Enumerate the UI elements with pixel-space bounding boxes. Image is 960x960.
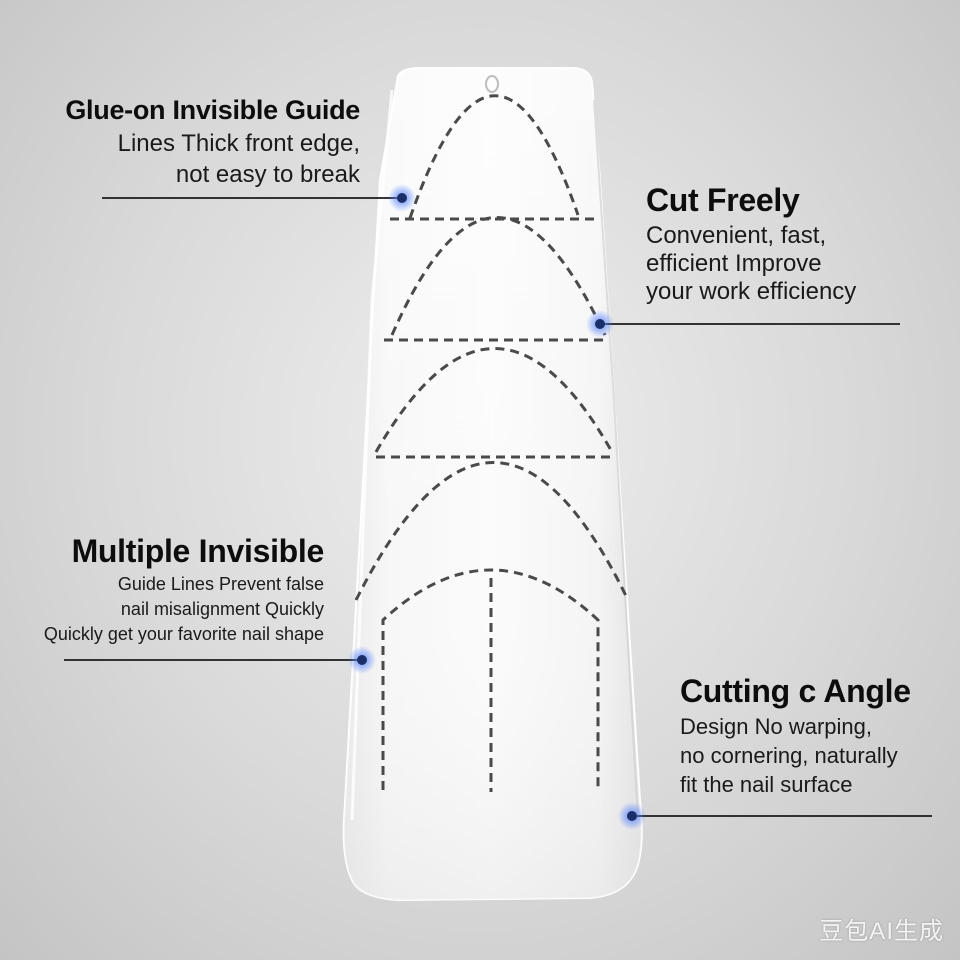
callout-cut-freely-line-3: your work efficiency — [646, 278, 857, 305]
leader-lines — [64, 197, 932, 817]
guide-arch-4 — [354, 461, 630, 601]
marker-dot-multiple — [357, 655, 367, 665]
callout-cutting-angle-line-2: no cornering, naturally — [680, 743, 898, 768]
marker-dot-cut-freely — [595, 319, 605, 329]
callout-multiple-description: Guide Lines Prevent false nail misalignm… — [20, 572, 324, 647]
guide-arch-2 — [390, 216, 607, 336]
callout-glue-on: Glue-on Invisible Guide Lines Thick fron… — [30, 92, 360, 190]
callout-cut-freely: Cut Freely Convenient, fast, efficient I… — [646, 178, 936, 306]
glow-markers — [348, 184, 646, 830]
callout-cutting-angle-line-1: Design No warping, — [680, 714, 872, 739]
callout-multiple-line-3: Quickly get your favorite nail shape — [43, 624, 324, 644]
callout-cutting-angle-line-3: fit the nail surface — [680, 772, 853, 797]
callout-glue-on-line-1: Lines Thick front edge, — [117, 130, 360, 157]
marker-dot-cutting-angle — [627, 811, 637, 821]
callout-multiple-title: Multiple Invisible — [71, 533, 325, 569]
callout-cut-freely-title: Cut Freely — [646, 182, 800, 218]
callout-cut-freely-line-1: Convenient, fast, — [646, 222, 827, 249]
callout-glue-on-title: Glue-on Invisible Guide — [65, 95, 360, 125]
marker-dot-glue-on — [397, 193, 407, 203]
callout-cutting-angle-title: Cutting c Angle — [680, 673, 911, 709]
callout-cutting-angle-description: Design No warping, no cornering, natural… — [680, 712, 950, 799]
callout-glue-on-line-2: not easy to break — [175, 161, 360, 188]
hanging-hole — [485, 75, 499, 93]
ai-generated-watermark: 豆包AI生成 — [819, 918, 944, 945]
callout-multiple-line-2: nail misalignment Quickly — [120, 599, 324, 619]
guide-arch-5 — [381, 568, 600, 790]
callout-cut-freely-description: Convenient, fast, efficient Improve your… — [646, 222, 936, 306]
callout-cutting-angle: Cutting c Angle Design No warping, no co… — [680, 670, 950, 799]
callout-glue-on-description: Lines Thick front edge, not easy to brea… — [30, 128, 360, 190]
callout-cut-freely-line-2: efficient Improve — [646, 250, 822, 277]
guide-arch-3 — [374, 347, 614, 453]
callout-multiple-line-1: Guide Lines Prevent false — [117, 574, 324, 594]
dashed-guide-lines — [354, 94, 630, 792]
guide-arch-1 — [408, 94, 580, 219]
nail-tip-sheen — [343, 68, 642, 900]
callout-multiple-guides: Multiple Invisible Guide Lines Prevent f… — [20, 530, 324, 647]
nail-tip-edge-shadow — [593, 99, 639, 821]
